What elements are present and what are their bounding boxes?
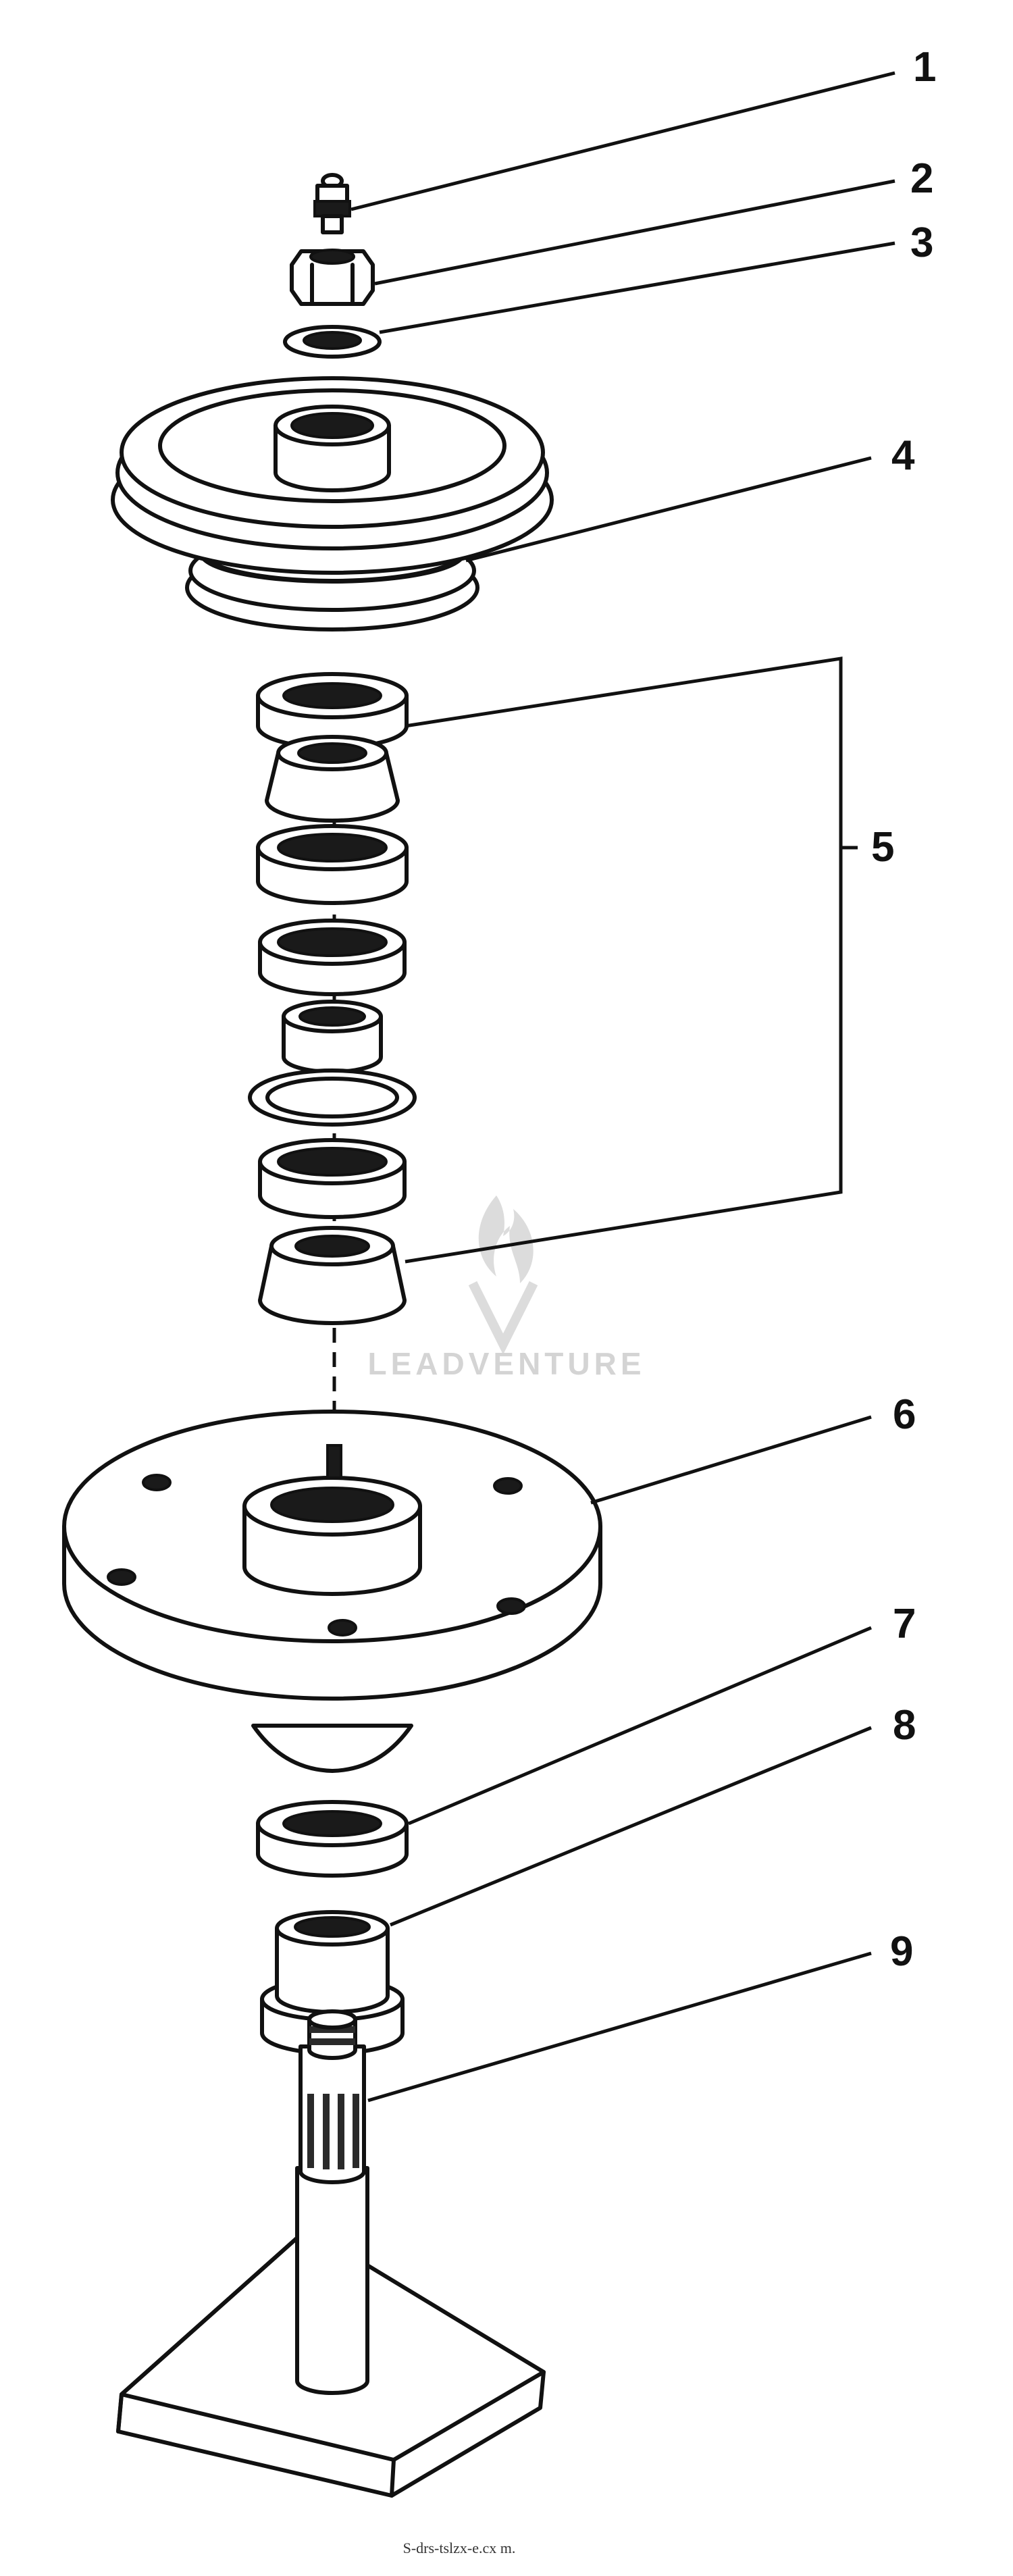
callout-numbers: 1 2 3 4 5 6 7 8 9 [871, 44, 936, 1975]
callout-number-2: 2 [910, 155, 933, 202]
leader-lines [350, 71, 895, 2103]
callout-number-5: 5 [871, 824, 894, 871]
part-spindle-housing [62, 1410, 602, 1773]
callout-number-9: 9 [890, 1928, 913, 1975]
leader-line-2 [374, 179, 895, 286]
part-nut [290, 249, 375, 306]
bearing-cup-3 [258, 919, 407, 996]
leader-line-3 [379, 241, 895, 334]
bearing-cup-2 [256, 824, 409, 905]
watermark-flame-icon [478, 1195, 534, 1283]
leader-line-6 [590, 1415, 872, 1505]
watermark-text: LEADVENTURE [367, 1346, 645, 1381]
figure-caption: S-drs-tslzx-e.cx m. [403, 2540, 516, 2556]
bearing-cup-4 [258, 1138, 407, 1219]
callout-number-7: 7 [893, 1601, 916, 1647]
callout-number-4: 4 [891, 432, 915, 479]
watermark: LEADVENTURE [367, 1195, 645, 1381]
bearing-cone-1 [265, 735, 400, 823]
bearing-cone-2 [258, 1226, 407, 1325]
part-splined-shaft [116, 2009, 546, 2498]
spacer-sleeve [282, 1000, 383, 1074]
leader-line-1 [350, 71, 895, 211]
part-grease-fitting [313, 173, 351, 234]
part-washer [283, 325, 382, 359]
part-seal [256, 1800, 409, 1878]
leader-line-9 [367, 1951, 872, 2103]
leader-line-8 [390, 1726, 872, 1927]
callout-number-3: 3 [910, 220, 933, 266]
o-ring [248, 1068, 417, 1127]
part-bearing-stack [248, 672, 417, 1325]
part-pulley [111, 376, 554, 632]
leader-line-4 [465, 456, 872, 563]
callout-number-8: 8 [893, 1702, 916, 1749]
callout-number-6: 6 [893, 1391, 916, 1438]
leader-line-7 [408, 1626, 872, 1826]
bearing-cup-1 [256, 672, 409, 750]
bracket-5 [405, 656, 843, 1264]
callout-number-1: 1 [913, 44, 936, 91]
